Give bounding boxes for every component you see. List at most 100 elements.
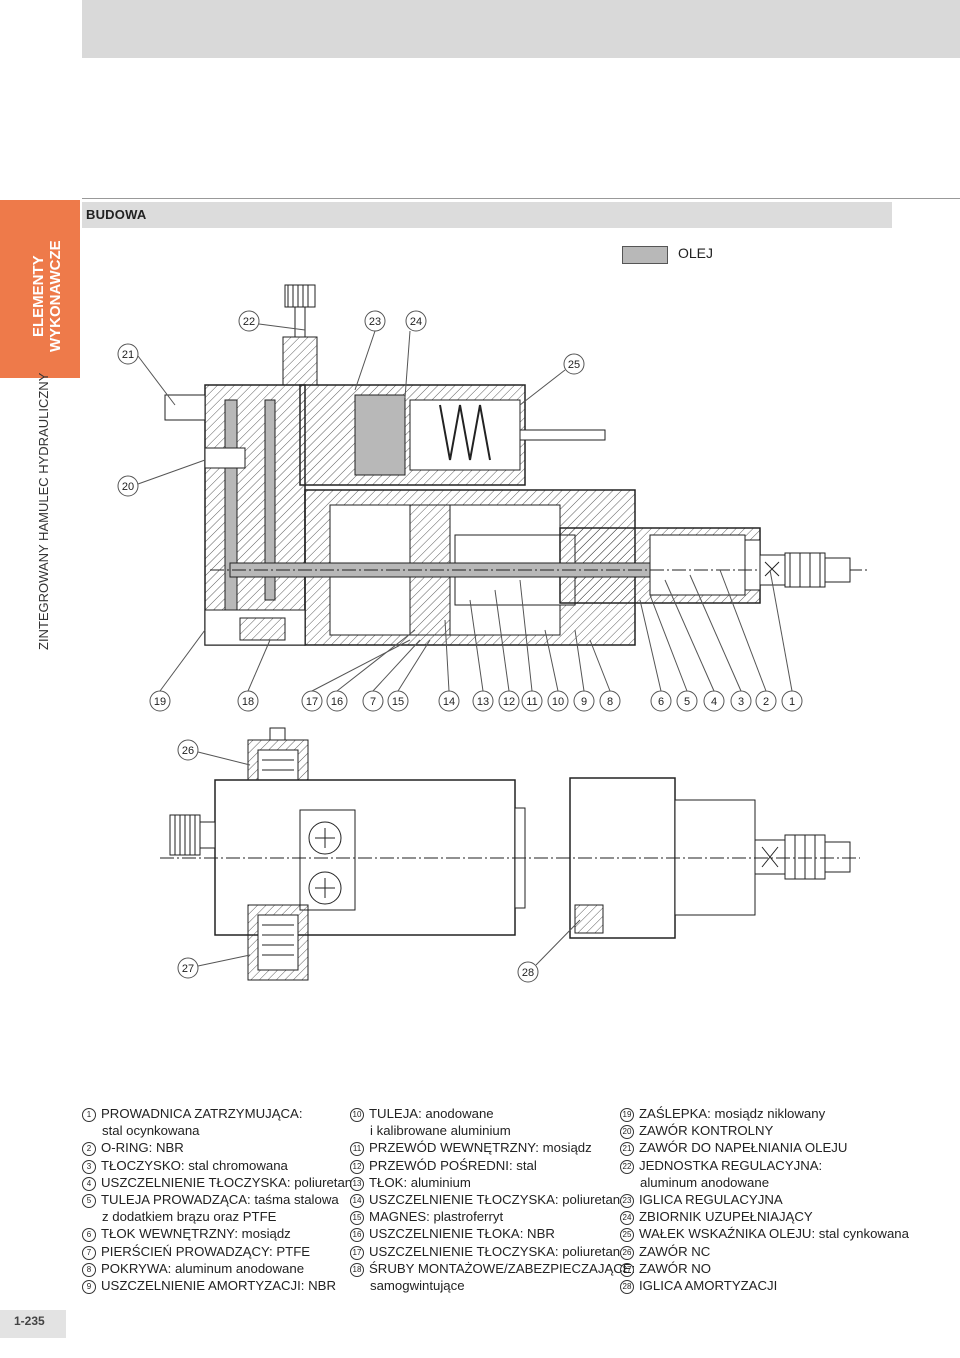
item-description: PRZEWÓD WEWNĘTRZNY: mosiądz <box>369 1140 592 1156</box>
callout-27: 27 <box>182 963 194 975</box>
parts-list-item: 20 ZAWÓR KONTROLNY <box>620 1122 909 1140</box>
parts-list-item: 10 TULEJA: anodowane <box>350 1105 635 1122</box>
item-number-badge: 20 <box>620 1125 634 1140</box>
callout-leader-line <box>664 579 715 692</box>
item-number-badge: 15 <box>350 1211 364 1226</box>
parts-list-item: 15 MAGNES: plastroferryt <box>350 1208 635 1226</box>
callout-leader-line <box>689 574 742 692</box>
callout-18: 18 <box>242 696 254 708</box>
item-description: ZBIORNIK UZUPEŁNIAJĄCY <box>639 1209 813 1225</box>
legend-swatch <box>622 246 668 264</box>
top-band <box>82 0 960 58</box>
callout-leader-line <box>336 629 416 692</box>
callout-15: 15 <box>392 696 404 708</box>
item-description: PRZEWÓD POŚREDNI: stal <box>369 1157 537 1173</box>
callout-5: 5 <box>684 696 690 708</box>
item-number-badge: 18 <box>350 1262 364 1277</box>
item-description: PIERŚCIEŃ PROWADZĄCY: PTFE <box>101 1243 311 1259</box>
item-number-badge: 26 <box>620 1245 634 1260</box>
callout-24: 24 <box>410 316 422 328</box>
item-number-badge: 10 <box>350 1108 364 1122</box>
callout-2: 2 <box>763 696 769 708</box>
item-description: O-RING: NBR <box>101 1140 184 1156</box>
callout-17: 17 <box>306 696 318 708</box>
callout-20: 20 <box>122 481 134 493</box>
callout-8: 8 <box>607 696 613 708</box>
item-number-badge: 24 <box>620 1211 634 1226</box>
item-description: ZAŚLEPKA: mosiądz niklowany <box>639 1106 826 1121</box>
callout-7: 7 <box>370 696 376 708</box>
item-description: IGLICA AMORTYZACJI <box>639 1278 778 1294</box>
callout-leader-line <box>719 569 767 692</box>
parts-list-item: 4 USZCZELNIENIE TŁOCZYSKA: poliuretan <box>82 1174 352 1191</box>
callout-22: 22 <box>243 316 255 328</box>
callout-11: 11 <box>526 696 537 708</box>
legend-label: OLEJ <box>678 245 714 261</box>
item-description: POKRYWA: aluminum anodowane <box>101 1260 305 1276</box>
callout-26: 26 <box>182 745 194 757</box>
item-description-continued: samogwintujące <box>370 1278 465 1294</box>
callout-circle <box>387 690 409 712</box>
item-description: ZAWÓR NO <box>639 1260 712 1276</box>
section-header-title: BUDOWA <box>86 207 147 222</box>
item-description: USZCZELNIENIE TŁOCZYSKA: poliuretan <box>101 1174 353 1190</box>
callout-leader-line <box>589 639 611 692</box>
callout-circle <box>676 690 698 712</box>
item-number-badge: 17 <box>350 1245 364 1260</box>
callout-circle <box>472 690 494 712</box>
callout-circle <box>149 690 171 712</box>
item-description: ŚRUBY MONTAŻOWE/ZABEZPIECZAJĄCE: <box>369 1260 636 1276</box>
item-description-continued: stal ocynkowana <box>102 1123 200 1139</box>
callout-leader-line <box>639 599 662 692</box>
callout-circle <box>755 690 777 712</box>
callout-6: 6 <box>658 696 664 708</box>
item-description: ZAWÓR DO NAPEŁNIANIA OLEJU <box>639 1140 848 1156</box>
item-description: TULEJA PROWADZĄCA: taśma stalowa <box>101 1192 339 1208</box>
item-description: TŁOK WEWNĘTRZNY: mosiądz <box>101 1226 291 1242</box>
callout-labels-lower: 26 27 28 <box>182 745 534 979</box>
callout-circle <box>521 690 543 712</box>
item-number-badge: 8 <box>82 1262 96 1277</box>
item-number-badge: 1 <box>82 1108 96 1122</box>
item-number-badge: 12 <box>350 1159 364 1174</box>
item-number-badge: 2 <box>82 1142 96 1157</box>
callout-leader-line <box>444 619 450 692</box>
callout-leader-line <box>311 639 411 692</box>
callouts-upper <box>117 310 585 497</box>
parts-list-item: 18 ŚRUBY MONTAŻOWE/ZABEZPIECZAJĄCE: <box>350 1260 635 1277</box>
item-description: ZAWÓR KONTROLNY <box>639 1123 774 1139</box>
callout-circle <box>599 690 621 712</box>
callout-circle <box>237 690 259 712</box>
item-description: MAGNES: plastroferryt <box>369 1209 504 1225</box>
callout-9: 9 <box>581 696 587 708</box>
item-description: TULEJA: anodowane <box>369 1106 494 1121</box>
item-description: WAŁEK WSKAŹNIKA OLEJU: stal cynkowana <box>639 1226 909 1242</box>
callout-leader-line <box>544 629 559 692</box>
callout-circle <box>547 690 569 712</box>
item-description: USZCZELNIENIE TŁOCZYSKA: poliuretan <box>369 1192 621 1208</box>
item-description: IGLICA REGULACYJNA <box>639 1192 783 1208</box>
item-number-badge: 4 <box>82 1176 96 1191</box>
callout-circle <box>573 690 595 712</box>
callout-circle <box>438 690 460 712</box>
item-number-badge: 28 <box>620 1280 634 1295</box>
item-description: USZCZELNIENIE AMORTYZACJI: NBR <box>101 1278 336 1294</box>
callout-circle <box>703 690 725 712</box>
callout-leader-line <box>649 594 688 692</box>
item-number-badge: 21 <box>620 1142 634 1157</box>
